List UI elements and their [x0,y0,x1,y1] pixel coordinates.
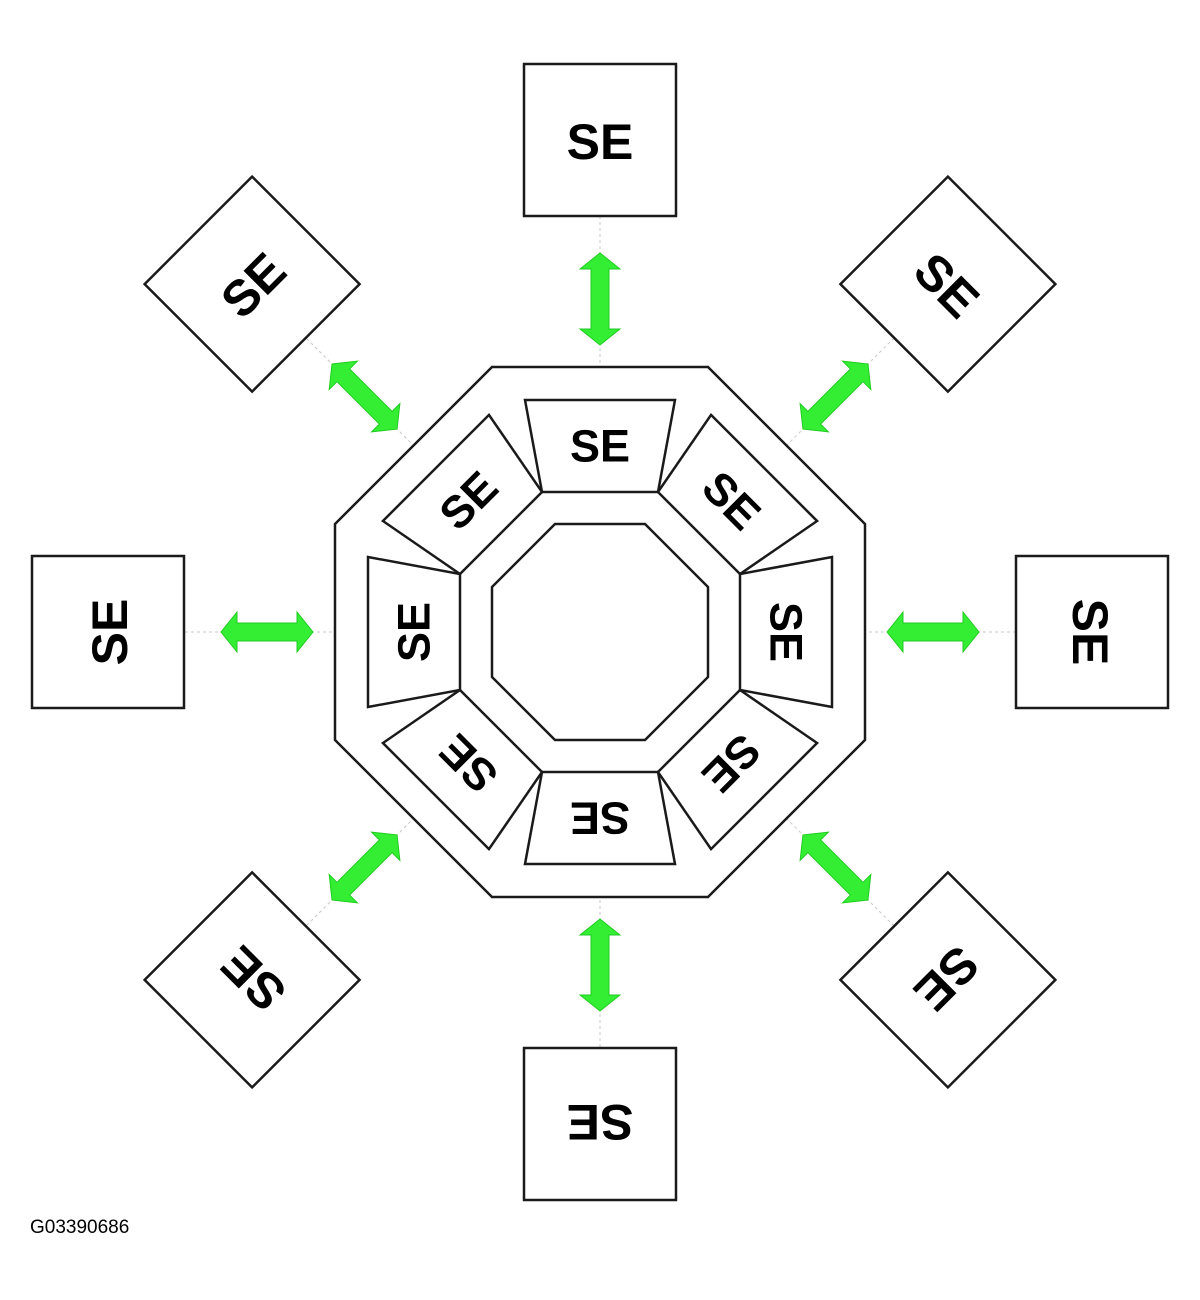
box-frame [522,62,678,218]
double-arrow-icon [220,610,314,654]
box-frame [838,174,1058,394]
outer-box-label: SE [82,599,138,666]
inner-segment-label: SE [761,602,812,662]
inner-segment-sw: SE [380,688,544,852]
box-frame [142,174,362,394]
inner-segment-w: SE [366,555,462,709]
double-arrow-icon [328,831,401,904]
outer-box-e: SE [1014,554,1170,710]
outer-box-w: SE [30,554,186,710]
double-arrow-icon [578,918,622,1012]
double-arrow-icon [328,360,401,433]
segment-trapezoid [380,412,544,576]
arrow-shape [328,831,401,904]
inner-segment-s: SE [523,770,677,866]
double-arrow-icon [578,252,622,346]
connector-arrows [220,252,980,1012]
inner-segment-label: SE [570,793,630,844]
box-frame [142,870,362,1090]
outer-box-label: SE [567,1094,634,1150]
arrow-shape [220,610,314,654]
box-frame [522,1046,678,1202]
box-frame [838,870,1058,1090]
outer-box-label: SE [1062,599,1118,666]
arrow-shape [799,360,872,433]
outer-box-nw: SE [142,174,362,394]
double-arrow-icon [799,831,872,904]
inner-segment-e: SE [738,555,834,709]
double-arrow-icon [886,610,980,654]
arrow-shape [886,610,980,654]
inner-segment-n: SE [523,398,677,494]
box-frame [30,554,186,710]
outer-box-s: SE [522,1046,678,1202]
arrow-shape [328,360,401,433]
box-frame [1014,554,1170,710]
arrow-shape [578,918,622,1012]
inner-octagon-frame [490,522,710,742]
inner-segment-label: SE [570,421,630,472]
inner-segment-nw: SE [380,412,544,576]
arrow-shape [578,252,622,346]
outer-box-label: SE [567,114,634,170]
outer-box-sw: SE [142,870,362,1090]
inner-segment-label: SE [389,602,440,662]
outer-box-ne: SE [838,174,1058,394]
outer-box-n: SE [522,62,678,218]
double-arrow-icon [799,360,872,433]
arrow-shape [799,831,872,904]
outer-box-se: SE [838,870,1058,1090]
figure-id-label: G03390686 [30,1217,130,1238]
